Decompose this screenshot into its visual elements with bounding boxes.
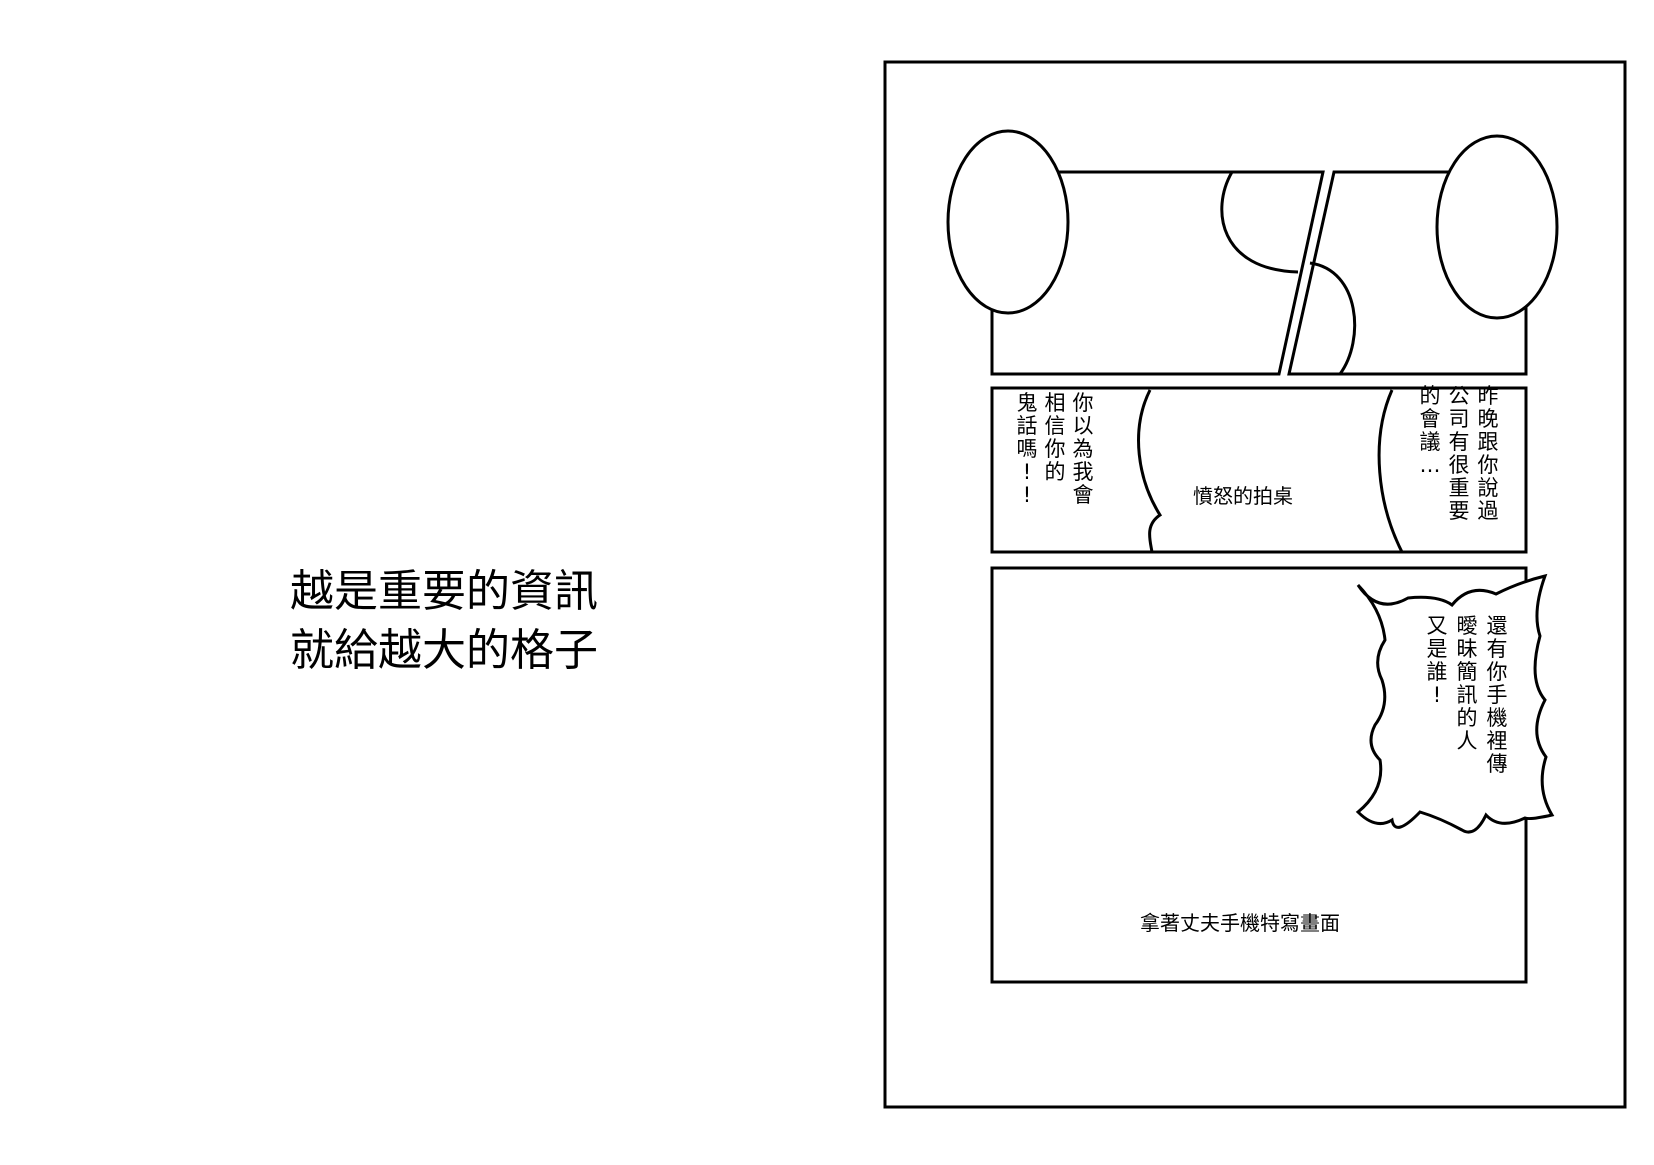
vertical-glyph: 跟 (1478, 430, 1499, 454)
vertical-glyph: 有 (1449, 430, 1470, 454)
burst-column-1: 還有你手機裡傳 (1487, 614, 1508, 776)
vertical-glyph: 昧 (1457, 637, 1478, 661)
vertical-glyph: 議 (1420, 430, 1441, 454)
vertical-glyph: 你 (1487, 660, 1508, 684)
panel-2-action-note: 憤怒的拍桌 (1193, 484, 1293, 508)
vertical-glyph: ! (1023, 460, 1031, 484)
vertical-glyph: 過 (1478, 499, 1499, 523)
left-bubble-column-3: 鬼話嗎!! (1017, 391, 1038, 507)
vertical-glyph: 還 (1487, 614, 1508, 638)
vertical-glyph: 你 (1478, 453, 1499, 477)
burst-column-2: 曖昧簡訊的人 (1457, 614, 1478, 753)
vertical-glyph: ! (1023, 483, 1031, 507)
vertical-glyph: 司 (1449, 407, 1470, 431)
vertical-glyph: … (1420, 453, 1441, 477)
page-frame (883, 60, 1627, 1109)
panel-1-right-bubble-arc (1309, 261, 1357, 375)
vertical-glyph: 手 (1487, 683, 1508, 707)
vertical-glyph: 話 (1017, 414, 1038, 438)
vertical-glyph: 裡 (1487, 729, 1508, 753)
left-head-oval (946, 129, 1070, 315)
panel-1-left-bubble-arc (1220, 171, 1299, 274)
vertical-glyph: 要 (1449, 499, 1470, 523)
vertical-glyph: 曖 (1457, 614, 1478, 638)
right-bubble-column-1: 昨晚跟你說過 (1478, 384, 1499, 523)
vertical-glyph: 誰 (1427, 660, 1448, 684)
vertical-glyph: 昨 (1478, 384, 1499, 408)
vertical-glyph: 信 (1045, 414, 1066, 438)
right-bubble-column-3: 的會議… (1420, 384, 1441, 477)
panel-2-left-bubble-edge (1137, 389, 1163, 553)
vertical-glyph: 鬼 (1017, 391, 1038, 415)
vertical-glyph: 人 (1457, 729, 1478, 753)
shout-burst-bubble (1355, 573, 1555, 834)
vertical-glyph: 的 (1457, 706, 1478, 730)
vertical-glyph: 重 (1449, 476, 1470, 500)
vertical-glyph: 以 (1073, 414, 1094, 438)
vertical-glyph: 傳 (1487, 752, 1508, 776)
burst-column-3: 又是誰! (1427, 614, 1448, 707)
caption-line-2: 就給越大的格子 (290, 625, 598, 676)
panel-3-scene-note: 拿著丈夫手機特寫畫面 (1140, 911, 1340, 935)
panel-3: 還有你手機裡傳 曖昧簡訊的人 又是誰! 拿著丈夫手機特寫畫面 (990, 566, 1555, 984)
vertical-glyph: 的 (1045, 460, 1066, 484)
vertical-glyph: 說 (1478, 476, 1499, 500)
vertical-glyph: 會 (1073, 483, 1094, 507)
panel-2-right-bubble-edge (1377, 389, 1404, 553)
vertical-glyph: 機 (1487, 706, 1508, 730)
right-bubble-column-2: 公司有很重要 (1449, 384, 1470, 523)
panel-2: 你以為我會 相信你的 鬼話嗎!! 憤怒的拍桌 昨晚跟你說過 公司有很重要 的會議… (990, 384, 1528, 554)
left-bubble-column-2: 相信你的 (1045, 391, 1066, 484)
vertical-glyph: 你 (1073, 391, 1094, 415)
vertical-glyph: 會 (1420, 407, 1441, 431)
vertical-glyph: 是 (1427, 637, 1448, 661)
vertical-glyph: 嗎 (1017, 437, 1038, 461)
vertical-glyph: 又 (1427, 614, 1448, 638)
vertical-glyph: 有 (1487, 637, 1508, 661)
vertical-glyph: 相 (1045, 391, 1066, 415)
vertical-glyph: 公 (1449, 384, 1470, 408)
vertical-glyph: 晚 (1478, 407, 1499, 431)
vertical-glyph: 你 (1045, 437, 1066, 461)
vertical-glyph: 我 (1073, 460, 1094, 484)
vertical-glyph: 很 (1449, 453, 1470, 477)
vertical-glyph: 的 (1420, 384, 1441, 408)
vertical-glyph: ! (1433, 683, 1441, 707)
left-bubble-column-1: 你以為我會 (1073, 391, 1094, 507)
vertical-glyph: 訊 (1457, 683, 1478, 707)
panel-2-frame (990, 386, 1528, 554)
vertical-glyph: 為 (1073, 437, 1094, 461)
caption-line-1: 越是重要的資訊 (290, 566, 598, 617)
panel-1 (946, 129, 1559, 376)
right-head-oval (1435, 134, 1559, 320)
vertical-glyph: 簡 (1457, 660, 1478, 684)
